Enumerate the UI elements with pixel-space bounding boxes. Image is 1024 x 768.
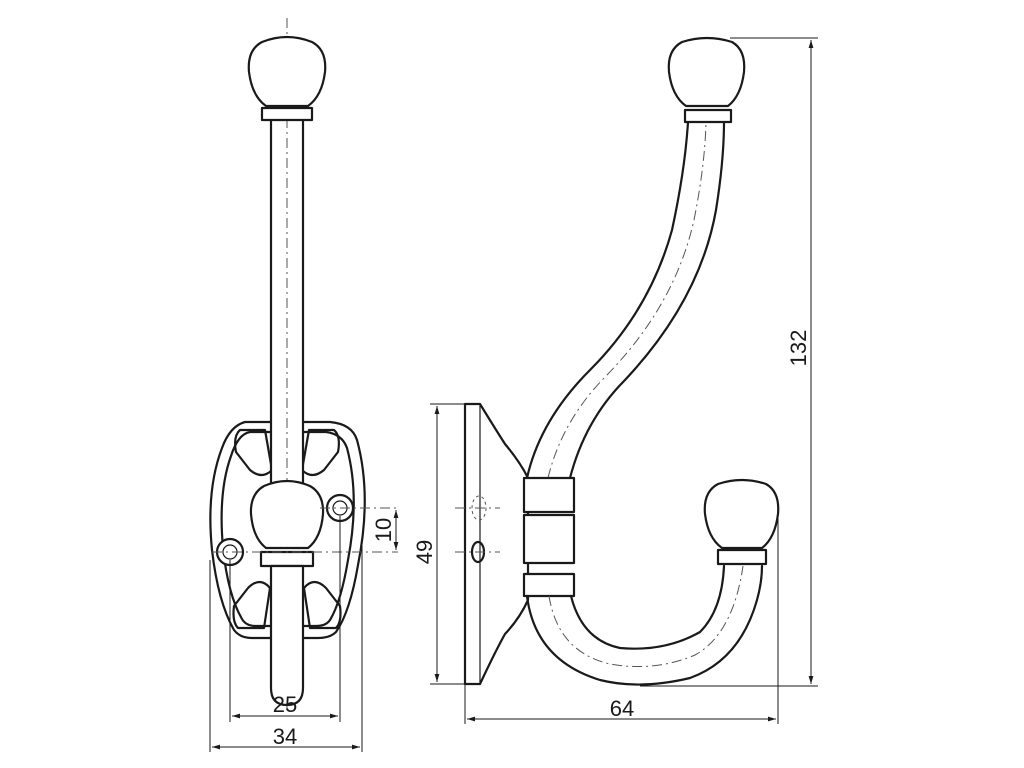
front-upper-arm-left [234, 428, 274, 477]
dim-25-label: 25 [273, 692, 297, 717]
dim-49-label: 49 [412, 540, 437, 564]
front-view [209, 18, 398, 712]
front-top-collar [260, 106, 314, 122]
side-upper-arm-inner [568, 120, 726, 480]
front-plate-outer [209, 420, 366, 640]
side-lower-knob [703, 478, 780, 550]
side-upper-arm-outer [525, 120, 690, 480]
front-plate-inner [220, 430, 355, 628]
dim-10-label: 10 [371, 518, 396, 542]
side-lower-hook-outer [525, 564, 764, 686]
front-lower-arm-left [232, 580, 272, 630]
side-hidden-hole-upper [471, 495, 487, 521]
front-middle-knob [249, 479, 325, 550]
front-dimensions [209, 510, 399, 752]
front-middle-collar [259, 550, 315, 568]
dim-34-label: 34 [273, 724, 297, 749]
dim-64-label: 64 [610, 696, 634, 721]
side-lower-hook-axis [548, 565, 744, 668]
side-top-collar [683, 108, 733, 124]
front-lower-shaft [269, 564, 305, 707]
side-lower-collar [716, 548, 768, 566]
side-body-collar-3 [522, 572, 576, 598]
side-dimensions [430, 37, 818, 724]
dim-132-label: 132 [786, 330, 811, 367]
front-upper-arm-right [300, 428, 340, 477]
side-upper-arm-axis [547, 121, 707, 479]
side-body-collar-2 [522, 513, 576, 565]
side-view [455, 36, 780, 686]
front-top-knob [247, 35, 327, 108]
side-top-knob [667, 36, 746, 108]
side-lower-hook-inner [569, 564, 726, 650]
front-lower-arm-right [302, 580, 342, 630]
side-body-collar-1 [522, 476, 576, 514]
